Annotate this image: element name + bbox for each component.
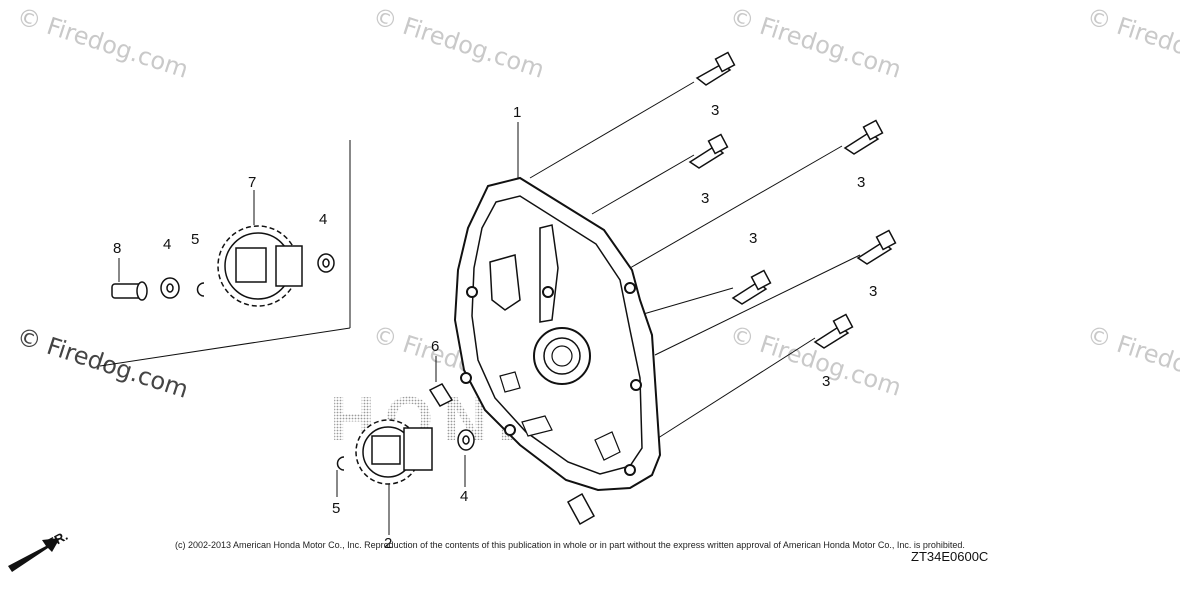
callout-3: 3 — [857, 174, 866, 191]
callout-3: 3 — [749, 230, 758, 247]
leader-3c — [629, 145, 843, 269]
copyright-notice: (c) 2002-2013 American Honda Motor Co., … — [175, 540, 965, 550]
callout-1: 1 — [513, 104, 522, 121]
callout-5: 5 — [332, 500, 341, 517]
dowel-pin-lower — [566, 492, 596, 526]
callout-6: 6 — [431, 338, 440, 355]
washer-4b — [317, 253, 335, 273]
governor-gear — [217, 225, 303, 307]
bolt-3b — [688, 133, 729, 169]
leader-bracket-horizontal — [99, 327, 351, 367]
bolt-3d — [731, 269, 772, 305]
callout-4: 4 — [319, 211, 328, 228]
callout-3: 3 — [822, 373, 831, 390]
case-cover — [453, 176, 662, 492]
callout-2: 2 — [384, 535, 393, 552]
leader-3e — [654, 254, 861, 356]
washer-4a — [160, 277, 180, 299]
small-parts — [111, 253, 475, 471]
leader-3f — [654, 337, 816, 441]
callout-4: 4 — [460, 488, 469, 505]
flange-bolts — [688, 51, 897, 349]
dowel-pin-6 — [428, 383, 454, 407]
bolt-3f — [813, 313, 854, 349]
clip-5a — [196, 282, 205, 297]
callout-3: 3 — [869, 283, 878, 300]
leader-lines — [99, 81, 861, 535]
leader-3b — [591, 154, 695, 215]
bolt-3e — [856, 229, 897, 265]
front-arrow-icon — [8, 538, 60, 572]
diagram-code: ZT34E0600C — [911, 549, 989, 564]
callout-3: 3 — [701, 190, 710, 207]
dowel-pins — [428, 383, 596, 526]
callout-3: 3 — [711, 102, 720, 119]
callout-8: 8 — [113, 240, 122, 257]
oil-gear — [355, 419, 433, 485]
callout-7: 7 — [248, 174, 257, 191]
bolt-3a — [695, 51, 736, 86]
pin-8 — [111, 281, 148, 301]
leader-3d — [639, 287, 734, 316]
washer-4c — [457, 429, 475, 451]
callout-4: 4 — [163, 236, 172, 253]
bolt-3c — [843, 119, 884, 155]
callout-5: 5 — [191, 231, 200, 248]
clip-5b — [336, 456, 345, 471]
leader-3a — [529, 81, 695, 179]
